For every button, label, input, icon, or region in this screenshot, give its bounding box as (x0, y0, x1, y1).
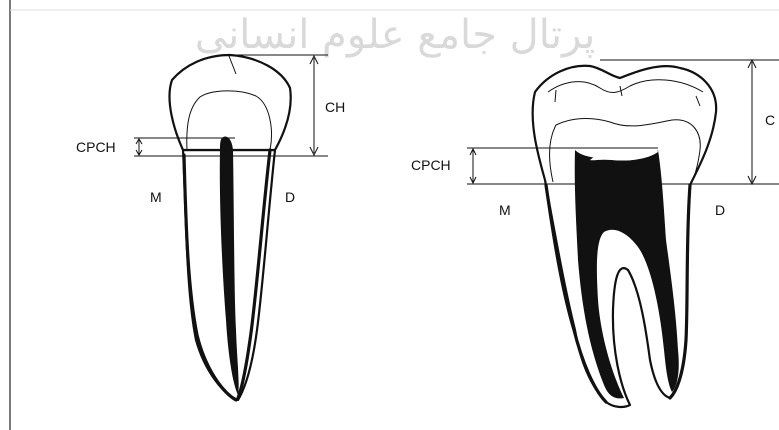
premolar-crown-outline (170, 55, 291, 150)
molar-tooth (533, 66, 717, 407)
premolar-distal-label: D (285, 189, 295, 205)
premolar-mesial-label: M (150, 189, 162, 205)
molar-distal-label: D (715, 202, 725, 218)
molar-cpch-label: CPCH (411, 157, 451, 173)
premolar-ch-label: CH (325, 99, 345, 115)
molar-ch-label: C (765, 112, 775, 128)
premolar-cpch-label: CPCH (76, 139, 116, 155)
watermark: پرتال جامع علوم انسانی (195, 12, 596, 58)
premolar-tooth (170, 55, 291, 400)
molar-mesial-label: M (499, 202, 511, 218)
